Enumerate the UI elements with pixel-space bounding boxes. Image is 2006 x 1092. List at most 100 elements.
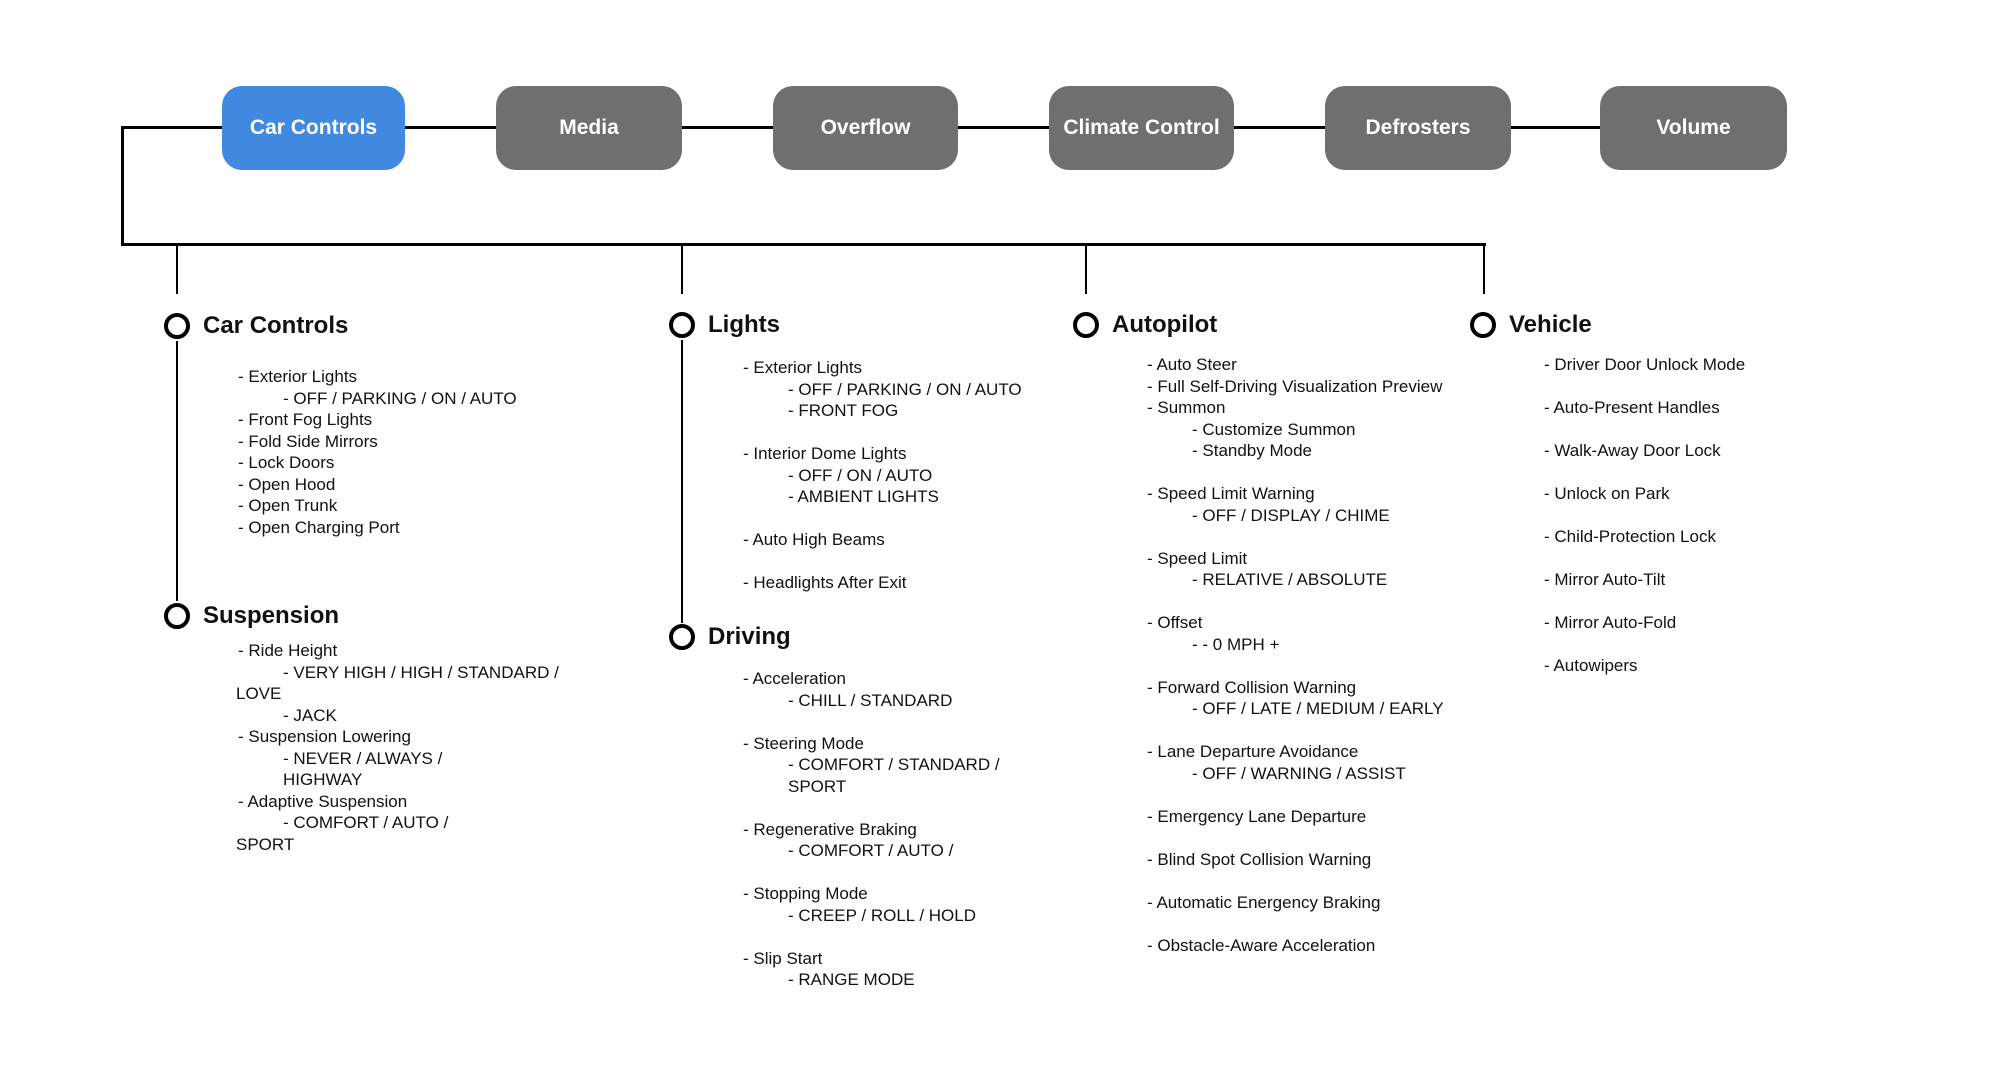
list-line: - Headlights After Exit (743, 573, 907, 592)
section-item-list: - Driver Door Unlock Mode- Auto-Present … (1544, 354, 1745, 677)
list-line: - Interior Dome Lights (743, 444, 907, 463)
section-item-list: - Acceleration - CHILL / STANDARD - Steeri… (743, 668, 1000, 991)
list-line: - Speed Limit Warning (1147, 484, 1315, 503)
list-line: - Acceleration (743, 669, 846, 688)
list-line: - RELATIVE / ABSOLUTE (1192, 570, 1388, 589)
root-connector-line (121, 126, 124, 246)
list-line: - OFF / DISPLAY / CHIME (1192, 505, 1390, 525)
list-line: - Unlock on Park (1544, 484, 1670, 503)
tab-car-controls[interactable]: Car Controls (222, 86, 405, 170)
list-spacer (1147, 655, 1444, 677)
list-line: - COMFORT / AUTO / (788, 841, 954, 860)
branch-stub-vehicle (1483, 246, 1485, 294)
main-branch-line (121, 243, 1486, 246)
list-line: HIGHWAY (283, 770, 363, 789)
list-line: - Lock Doors (238, 453, 335, 472)
branch-stub-lights (681, 246, 683, 294)
list-line: - Regenerative Braking (743, 819, 917, 839)
node-circle-icon (669, 624, 695, 650)
list-spacer (1147, 784, 1444, 806)
list-line: SPORT (236, 834, 295, 854)
list-line: - Auto-Present Handles (1544, 398, 1720, 417)
list-line: - CHILL / STANDARD (788, 690, 953, 710)
list-spacer (1544, 376, 1745, 398)
list-line: - Open Hood (238, 474, 336, 494)
list-line: - AMBIENT LIGHTS (788, 487, 939, 506)
list-line: - Summon (1147, 398, 1226, 417)
list-spacer (1147, 591, 1444, 613)
list-line: - Obstacle-Aware Acceleration (1147, 935, 1376, 955)
list-line: - Auto High Beams (743, 530, 885, 549)
list-spacer (1147, 870, 1444, 892)
list-line: - Suspension Lowering (238, 727, 411, 746)
list-line: - OFF / PARKING / ON / AUTO (283, 388, 517, 408)
section-title: Vehicle (1509, 311, 1592, 338)
node-circle-icon (1073, 312, 1099, 338)
list-line: - OFF / ON / AUTO (788, 465, 933, 485)
list-line: - Customize Summon (1192, 419, 1356, 439)
list-spacer (1147, 913, 1444, 935)
list-spacer (743, 422, 1022, 444)
list-spacer (743, 862, 1000, 884)
tab-media[interactable]: Media (496, 86, 682, 170)
list-spacer (743, 797, 1000, 819)
list-spacer (1544, 591, 1745, 613)
list-line: - Walk-Away Door Lock (1544, 441, 1721, 460)
list-spacer (743, 551, 1022, 573)
branch-stub-car-controls (176, 246, 178, 294)
list-line: - OFF / LATE / MEDIUM / EARLY (1192, 699, 1444, 718)
list-line: - Mirror Auto-Fold (1544, 613, 1677, 632)
list-line: - CREEP / ROLL / HOLD (788, 905, 976, 925)
list-line: - FRONT FOG (788, 401, 899, 420)
tab-volume[interactable]: Volume (1600, 86, 1787, 170)
list-spacer (743, 508, 1022, 530)
list-line: - OFF / PARKING / ON / AUTO (788, 379, 1022, 399)
section-title: Suspension (203, 602, 340, 629)
list-line: - Mirror Auto-Tilt (1544, 570, 1666, 589)
list-line: - Autowipers (1544, 656, 1638, 675)
section-item-list: - Auto Steer- Full Self-Driving Visualiz… (1147, 354, 1444, 956)
list-line: LOVE (236, 684, 282, 703)
list-line: - Open Trunk (238, 496, 338, 515)
list-line: - Ride Height (238, 641, 338, 660)
list-spacer (743, 926, 1000, 948)
section-item-list: - Exterior Lights - OFF / PARKING / ON / … (743, 357, 1022, 594)
tab-defrosters[interactable]: Defrosters (1325, 86, 1511, 170)
branch-stub-autopilot (1085, 246, 1087, 294)
section-title: Lights (708, 311, 780, 338)
list-spacer (1147, 720, 1444, 742)
list-spacer (1147, 526, 1444, 548)
list-line: - Forward Collision Warning (1147, 677, 1357, 697)
tab-climate-control[interactable]: Climate Control (1049, 86, 1234, 170)
section-title: Driving (708, 623, 791, 650)
list-line: - Exterior Lights (743, 358, 863, 377)
list-line: - - 0 MPH + (1192, 634, 1280, 654)
node-circle-icon (669, 312, 695, 338)
list-line: - Steering Mode (743, 733, 864, 753)
section-item-list: - Ride Height- VERY HIGH / HIGH / STANDA… (236, 640, 559, 855)
list-line: - Automatic Energency Braking (1147, 892, 1381, 912)
list-spacer (1544, 548, 1745, 570)
list-line: - OFF / WARNING / ASSIST (1192, 763, 1406, 783)
connector-lights-to-driving (681, 340, 683, 623)
list-line: - Front Fog Lights (238, 410, 373, 429)
list-line: - Speed Limit (1147, 548, 1248, 568)
list-line: SPORT (788, 776, 847, 796)
list-spacer (1544, 419, 1745, 441)
list-spacer (743, 711, 1000, 733)
list-spacer (1544, 505, 1745, 527)
node-circle-icon (1470, 312, 1496, 338)
list-spacer (1544, 634, 1745, 656)
list-line: - COMFORT / AUTO / (283, 813, 449, 832)
list-line: - RANGE MODE (788, 970, 915, 989)
list-line: - Blind Spot Collision Warning (1147, 849, 1372, 869)
list-line: - Slip Start (743, 948, 823, 968)
list-line: - NEVER / ALWAYS / (283, 748, 443, 768)
tab-overflow[interactable]: Overflow (773, 86, 958, 170)
connector-car-controls-to-suspension (176, 341, 178, 601)
list-line: - Child-Protection Lock (1544, 527, 1716, 546)
node-circle-icon (164, 603, 190, 629)
list-line: - Auto Steer (1147, 355, 1237, 374)
section-title: Car Controls (203, 312, 349, 339)
list-line: - Open Charging Port (238, 517, 400, 537)
